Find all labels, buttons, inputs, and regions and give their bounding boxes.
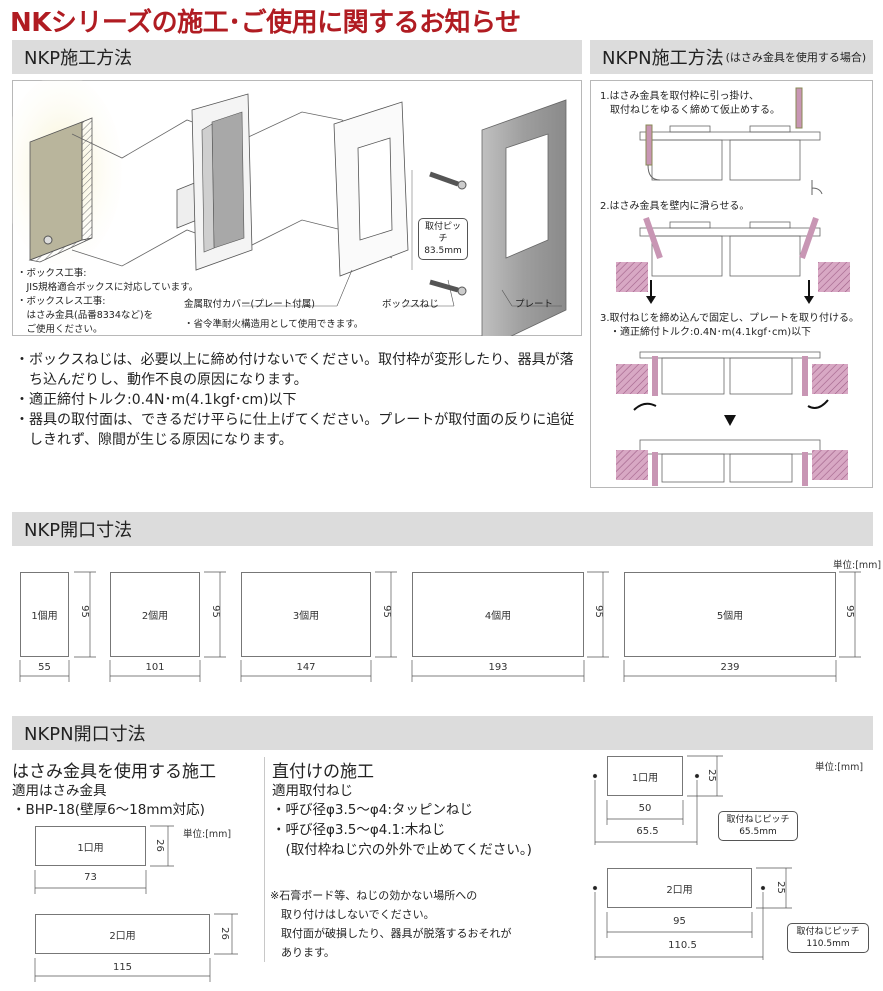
caution-item: ・器具の取付面は、できるだけ平らに仕上げてください。プレートが取付面の反りに追従… xyxy=(15,412,575,448)
opening-3-gang: 3個用 xyxy=(241,572,371,657)
warning-line: 取付面が破損したり、器具が脱落するおそれが xyxy=(270,927,512,940)
clip-install-title: はさみ金具を使用する施工 xyxy=(12,762,216,782)
pitch-value: 83.5mm xyxy=(424,246,462,256)
step-1-text: 1.はさみ金具を取付枠に引っ掛け、 取付ねじをゆるく締めて仮止めする。 xyxy=(600,90,780,118)
opening-width: 50 xyxy=(638,803,652,814)
direct-opening-1-port: 1口用 xyxy=(607,756,683,796)
opening-width: 147 xyxy=(296,662,316,673)
box-screw-callout: ボックスねじ xyxy=(382,299,439,310)
opening-width: 95 xyxy=(673,916,686,927)
note-line: JIS規格適合ボックスに対応しています。 xyxy=(17,282,199,293)
plate-callout: プレート xyxy=(515,299,554,310)
section-title: NKPN開口寸法 xyxy=(24,724,146,745)
direct-install-subtitle: 適用取付ねじ xyxy=(272,783,353,799)
step-2-text: 2.はさみ金具を壁内に滑らせる。 xyxy=(600,200,749,214)
warning-line: あります。 xyxy=(270,946,335,959)
opening-label: 2口用 xyxy=(109,930,136,942)
direct-dimension-lines xyxy=(592,755,792,960)
nkp-install-cautions: ・ボックスねじは、必要以上に締め付けないでください。取付枠が変形したり、器具が落… xyxy=(15,350,585,450)
direct-install-title: 直付けの施工 xyxy=(272,762,374,782)
note-line: ・ボックスレス工事: xyxy=(17,296,106,307)
opening-label: 5個用 xyxy=(716,611,744,622)
opening-1-gang: 1個用 xyxy=(20,572,69,657)
box-work-notes: ・ボックス工事: JIS規格適合ボックスに対応しています。 ・ボックスレス工事:… xyxy=(17,267,198,337)
note-line: ・ボックス工事: xyxy=(17,268,87,279)
section-header-nkp-install: NKP施工方法 xyxy=(12,40,582,74)
opening-label: 1口用 xyxy=(631,772,659,784)
screw-pitch-note: 取付ねじピッチ 65.5mm xyxy=(718,811,798,841)
note-line: はさみ金具(品番8334など)を xyxy=(17,310,154,321)
screw-pitch: 110.5 xyxy=(668,940,697,951)
warning-line: ※石膏ボード等、ねじの効かない場所への xyxy=(270,889,478,902)
step-line: 3.取付ねじを締め込んで固定し、プレートを取り付ける。 xyxy=(600,313,860,324)
pitch-label: 取付ピッチ xyxy=(424,222,461,244)
opening-4-gang: 4個用 xyxy=(412,572,584,657)
step-line: 取付ねじをゆるく締めて仮止めする。 xyxy=(600,105,780,116)
caution-item: ・適正締付トルク:0.4N･m(4.1kgf･cm)以下 xyxy=(15,392,297,408)
column-divider xyxy=(264,757,265,962)
opening-label: 1個用 xyxy=(31,611,58,622)
exploded-assembly-illustration xyxy=(12,80,567,336)
direct-opening-2-port: 2口用 xyxy=(607,868,752,908)
opening-width: 193 xyxy=(488,662,508,673)
cover-callout: 金属取付カバー(プレート付属) xyxy=(184,299,315,310)
screw-spec-note: (取付枠ねじ穴の外外で止めてください。) xyxy=(272,842,532,858)
nkp-dimension-lines xyxy=(19,571,861,682)
opening-width: 73 xyxy=(84,872,97,883)
opening-label: 2口用 xyxy=(666,884,693,896)
nkpn-step-illustrations xyxy=(616,87,850,486)
step-line: 2.はさみ金具を壁内に滑らせる。 xyxy=(600,201,750,212)
opening-5-gang: 5個用 xyxy=(624,572,836,657)
note-line: ご使用ください。 xyxy=(17,324,103,335)
clip-install-item: ・BHP-18(壁厚6〜18mm対応) xyxy=(12,802,205,818)
cover-note: ・省令準耐火構造用として使用できます。 xyxy=(184,319,364,330)
section-title: NKP施工方法 xyxy=(24,48,133,69)
opening-width: 101 xyxy=(145,662,165,673)
pitch-value: 65.5mm xyxy=(739,827,777,837)
mounting-pitch-label: 取付ピッチ 83.5mm xyxy=(418,218,468,260)
opening-2-gang: 2個用 xyxy=(110,572,200,657)
opening-width: 55 xyxy=(38,662,51,673)
screw-pitch: 65.5 xyxy=(636,826,659,837)
opening-label: 3個用 xyxy=(292,611,320,622)
pitch-label: 取付ねじピッチ xyxy=(796,927,860,937)
section-header-nkpn-opening: NKPN開口寸法 xyxy=(12,716,873,750)
unit-label: 単位:[mm] xyxy=(183,829,232,840)
screw-spec-2: ・呼び径φ3.5〜φ4.1:木ねじ xyxy=(272,822,446,838)
unit-label: 単位:[mm] xyxy=(833,560,882,571)
section-header-nkpn-install: NKPN施工方法 (はさみ金具を使用する場合) xyxy=(590,40,873,74)
unit-label: 単位:[mm] xyxy=(815,762,864,773)
clip-install-subtitle: 適用はさみ金具 xyxy=(12,783,107,799)
pitch-label: 取付ねじピッチ xyxy=(726,815,790,825)
page-title: NKシリーズの施工･ご使用に関するお知らせ xyxy=(10,8,521,38)
section-title: NKPN施工方法 xyxy=(602,48,724,69)
warning-line: 取り付けはしないでください。 xyxy=(270,908,435,921)
section-title: NKP開口寸法 xyxy=(24,520,133,541)
section-header-nkp-opening: NKP開口寸法 xyxy=(12,512,873,546)
clip-dimension-lines xyxy=(34,825,238,982)
opening-width: 239 xyxy=(720,662,740,673)
opening-2-port: 2口用 xyxy=(35,914,210,954)
opening-label: 2個用 xyxy=(141,611,169,622)
caution-item: ・ボックスねじは、必要以上に締め付けないでください。取付枠が変形したり、器具が落… xyxy=(15,352,574,388)
screw-pitch-note: 取付ねじピッチ 110.5mm xyxy=(787,923,869,953)
step-line: 1.はさみ金具を取付枠に引っ掛け、 xyxy=(600,91,760,102)
section-subtitle: (はさみ金具を使用する場合) xyxy=(725,51,867,64)
pitch-value: 110.5mm xyxy=(806,939,850,949)
opening-width: 115 xyxy=(112,962,133,973)
step-3-text: 3.取付ねじを締め込んで固定し、プレートを取り付ける。 ・適正締付トルク:0.4… xyxy=(600,312,859,340)
opening-label: 1口用 xyxy=(77,842,104,854)
opening-1-port: 1口用 xyxy=(35,826,146,866)
step-line: ・適正締付トルク:0.4N･m(4.1kgf･cm)以下 xyxy=(600,327,812,338)
screw-spec-1: ・呼び径φ3.5〜φ4:タッピンねじ xyxy=(272,802,473,818)
opening-label: 4個用 xyxy=(484,611,512,622)
